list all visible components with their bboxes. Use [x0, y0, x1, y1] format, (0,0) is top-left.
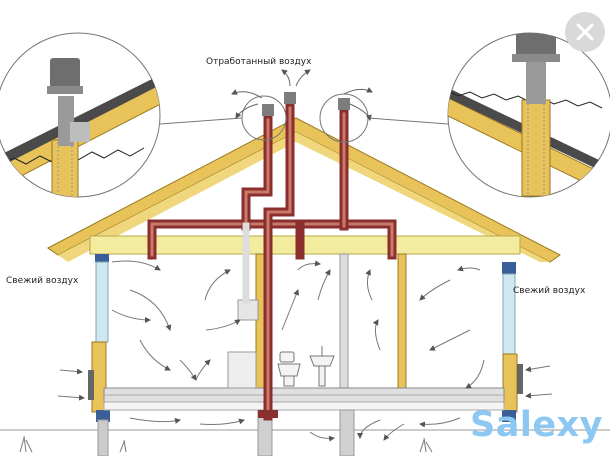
- detail-bubble-right: [447, 32, 610, 198]
- close-button[interactable]: [565, 12, 605, 52]
- pier: [339, 409, 355, 456]
- ceiling-beam: [89, 235, 521, 255]
- fresh-air-label-left: Свежий воздух: [6, 276, 79, 286]
- left-wall: [88, 254, 110, 456]
- right-wall: [502, 262, 523, 422]
- interior-post-right: [397, 253, 407, 391]
- kitchen-cabinet: [227, 351, 257, 389]
- watermark-logo: Salexy: [470, 405, 603, 445]
- interior-post-middle: [339, 253, 349, 391]
- exhaust-air-label: Отработанный воздух: [206, 57, 312, 67]
- airflow-arrows: [57, 260, 553, 442]
- vent-cap-icon: [262, 92, 350, 116]
- grass: [19, 435, 433, 453]
- exhaust-arrows: [231, 69, 373, 121]
- ventilation-ducts: [147, 103, 397, 421]
- fresh-air-label-right: Свежий воздух: [513, 286, 586, 296]
- close-icon: [576, 23, 594, 41]
- roof: [47, 117, 561, 263]
- sink-icon: [309, 346, 335, 387]
- interior-post-left: [255, 253, 265, 391]
- detail-bubble-left: [0, 32, 161, 198]
- toilet-icon: [277, 351, 301, 387]
